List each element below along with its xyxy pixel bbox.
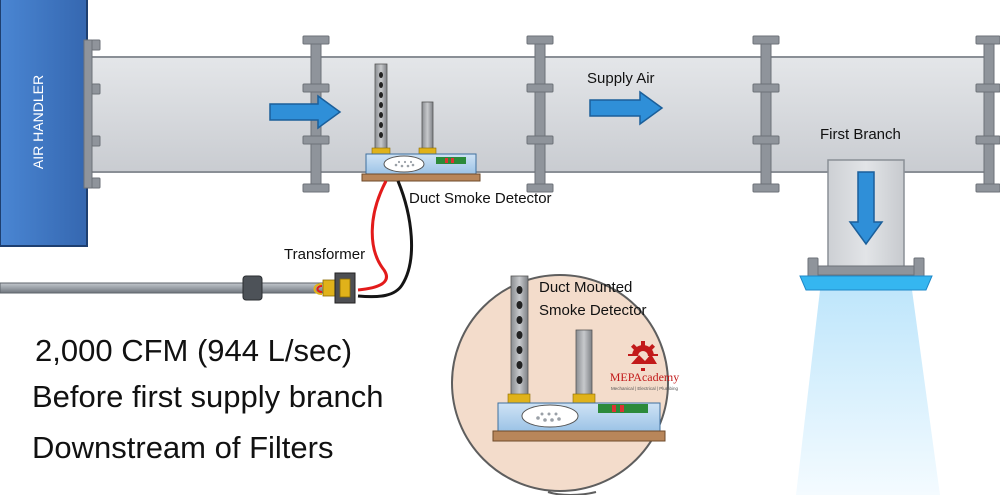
detector-inset (451, 274, 669, 495)
black-wire (357, 180, 413, 299)
supply-air-beam (796, 290, 940, 495)
diffuser (799, 275, 933, 291)
supply-air-label: Supply Air (587, 70, 655, 87)
airflow-arrow-icon (269, 94, 342, 130)
conduit (0, 282, 341, 294)
duct-smoke-detector (361, 63, 481, 182)
red-wire (357, 180, 388, 292)
requirement-before-branch: Before first supply branch (32, 379, 384, 414)
requirement-cfm: 2,000 CFM (944 L/sec) (35, 333, 353, 368)
air-handler-text: AIR HANDLER (30, 74, 46, 170)
transformer-label: Transformer (284, 246, 366, 263)
inset-title-line2: Smoke Detector (539, 302, 647, 319)
requirement-downstream-filters: Downstream of Filters (32, 430, 334, 465)
logo-brand-text: MEPAcademy (609, 370, 680, 384)
inset-title-line1: Duct Mounted (539, 279, 633, 296)
duct-flanges (83, 35, 1000, 281)
mep-academy-logo: MEPAcademy Mechanical | Electrical | Plu… (602, 370, 687, 391)
mep-academy-logo-icon (627, 341, 659, 371)
airflow-arrow-icon (589, 90, 664, 126)
first-branch-label: First Branch (820, 126, 901, 143)
duct-smoke-detector-label: Duct Smoke Detector (409, 190, 552, 207)
air-handler-label: AIR HANDLER (18, 62, 58, 182)
transformer (313, 272, 356, 304)
airflow-down-arrow-icon (848, 171, 884, 246)
logo-tagline-text: Mechanical | Electrical | Plumbing (610, 386, 679, 391)
conduit-coupling (242, 275, 263, 301)
